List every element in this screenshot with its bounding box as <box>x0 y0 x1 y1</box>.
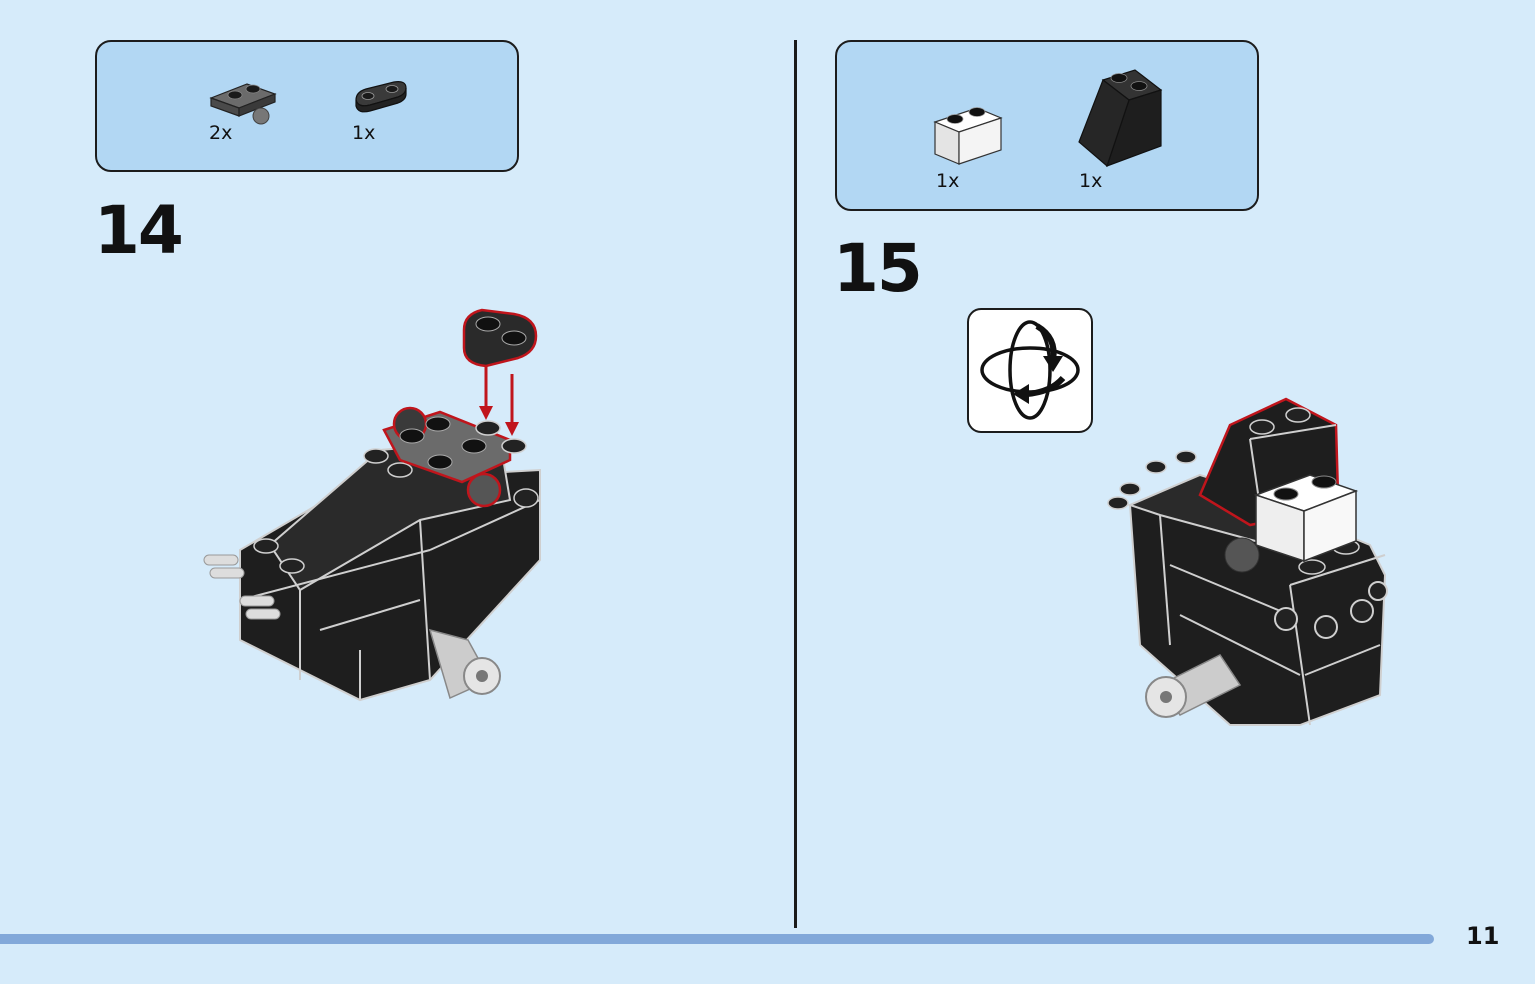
parts-callout-step-15: 1x 1x <box>835 40 1259 211</box>
slope-brick-black-icon <box>1078 69 1163 168</box>
step-14-model-illustration <box>203 308 541 702</box>
step-number: 14 <box>94 192 184 269</box>
part-quantity: 1x <box>352 122 376 144</box>
part-quantity: 2x <box>209 122 233 144</box>
step-number: 15 <box>833 230 923 307</box>
part-quantity: 1x <box>1079 170 1103 192</box>
plate-1x2-rounded-icon <box>355 81 407 113</box>
part-quantity: 1x <box>936 170 960 192</box>
rotate-model-icon <box>980 320 1080 420</box>
brick-1x2-white-icon <box>933 107 1003 165</box>
plate-1x2-with-ball-icon <box>209 83 277 125</box>
footer-progress-bar <box>0 934 1434 944</box>
page-number: 11 <box>1466 922 1500 950</box>
step-15-model-illustration <box>1107 397 1388 726</box>
page-divider <box>794 40 797 928</box>
rotate-model-box <box>967 308 1093 433</box>
parts-callout-step-14: 2x 1x <box>95 40 519 172</box>
